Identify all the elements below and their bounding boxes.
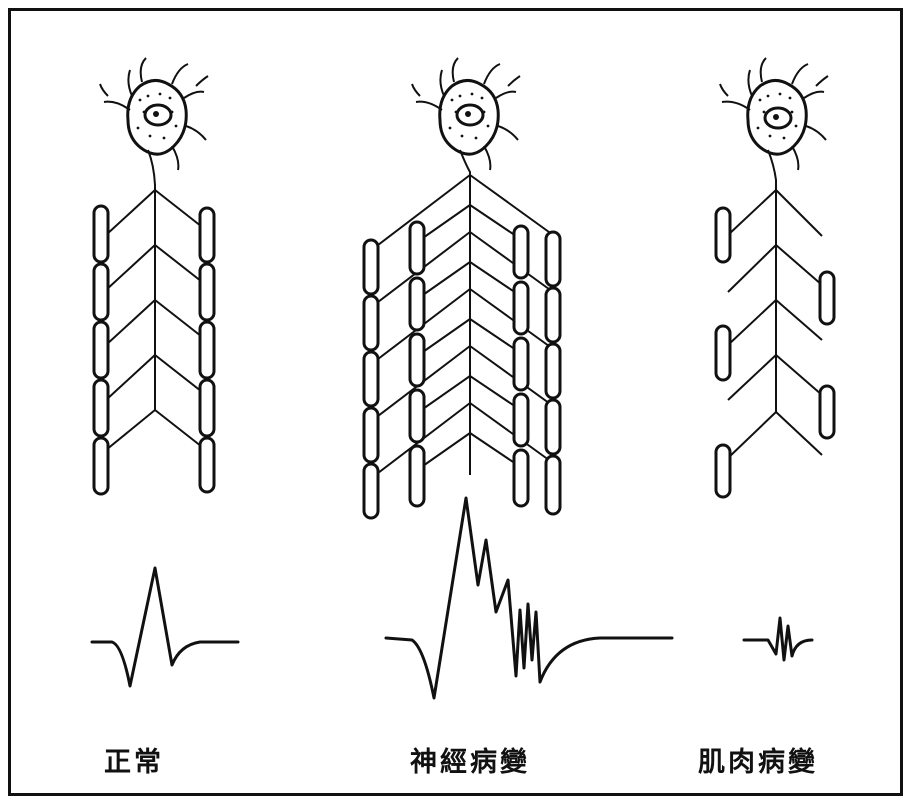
waveform-normal: [92, 568, 238, 686]
waveform-myopathy: [744, 618, 812, 660]
label-myopathy: 肌肉病變: [698, 740, 818, 779]
muscle-fibers-left: [716, 208, 730, 497]
panel-myopathy: [716, 58, 834, 660]
muscle-fibers-inner-left: [410, 222, 424, 506]
muscle-fibers-outer-left: [364, 240, 378, 518]
panel-neuropathy: [364, 58, 672, 698]
waveform-neuropathy: [386, 498, 672, 698]
muscle-fibers-right: [820, 272, 834, 438]
neuron-cell-body-icon: [720, 58, 828, 170]
label-neuropathy: 神經病變: [410, 740, 530, 779]
neuron-cell-body-icon: [412, 58, 520, 170]
panel-normal: [92, 58, 238, 686]
neuron-cell-body-icon: [100, 58, 208, 170]
muscle-fibers-left: [94, 206, 108, 494]
muscle-fibers-inner-right: [514, 226, 528, 506]
muscle-fibers-outer-right: [546, 232, 560, 514]
muscle-fibers-right: [200, 208, 214, 492]
label-normal: 正常: [104, 740, 164, 779]
